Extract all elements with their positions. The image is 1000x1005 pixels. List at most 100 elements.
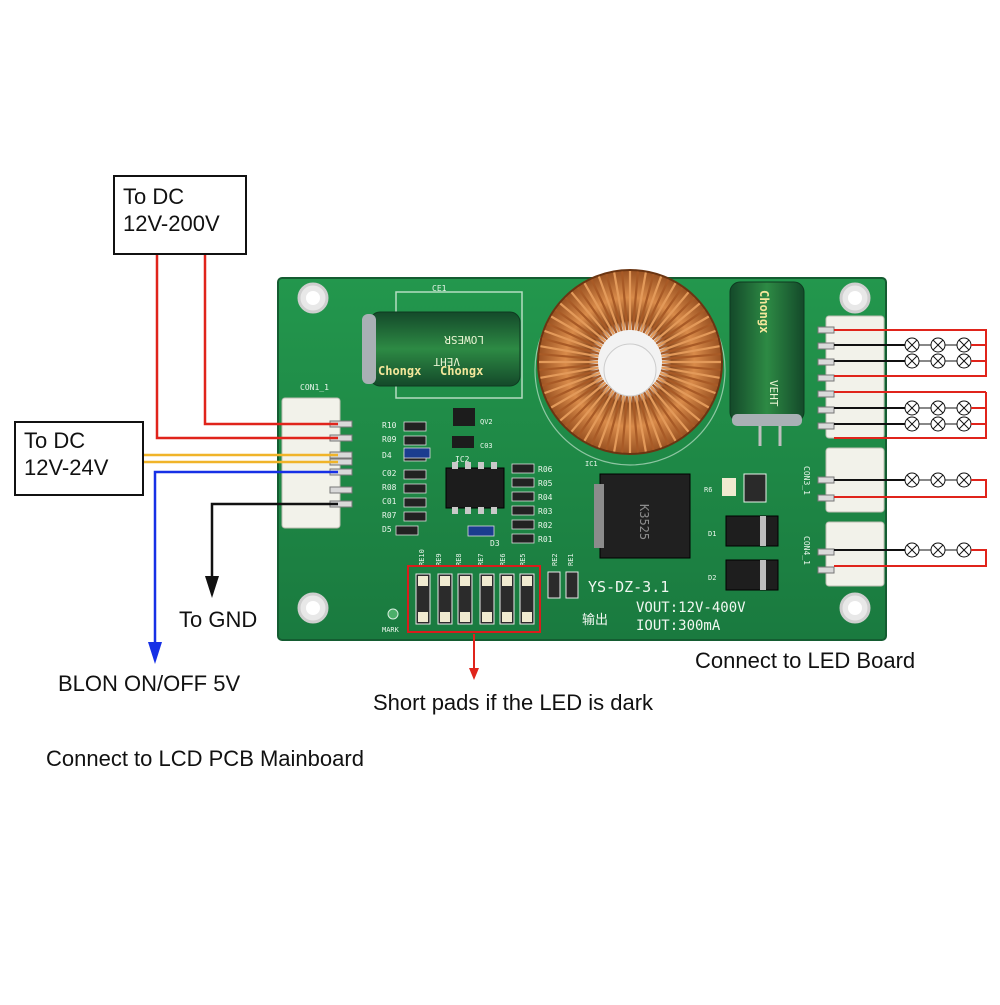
connector-pin: [817, 342, 835, 350]
coil-winding: [645, 282, 677, 335]
con4-label: CON4_1: [802, 536, 811, 565]
smd-resistor: [511, 463, 535, 474]
ref-label: R08: [382, 483, 397, 492]
led-icon: [932, 339, 944, 351]
board-iout-text: IOUT:300mA: [636, 618, 721, 634]
coil-winding: [597, 276, 621, 333]
coil-winding: [564, 296, 609, 341]
led-return-wire: [834, 329, 987, 361]
coil-winding: [661, 352, 721, 361]
led-icon: [932, 544, 944, 556]
connector-pin: [817, 390, 835, 398]
pad-cap: [440, 612, 450, 622]
ref-label: RE2: [551, 553, 559, 566]
coil-winding: [539, 363, 599, 372]
coil-winding: [564, 383, 609, 428]
ref-label: R02: [538, 521, 553, 530]
coil-winding: [642, 279, 670, 334]
coil-winding: [661, 363, 721, 372]
connector-pin: [817, 374, 835, 382]
ref-label: R05: [538, 479, 553, 488]
short-pads-label: Short pads if the LED is dark: [373, 690, 654, 715]
coil-winding: [550, 377, 603, 409]
coil-winding: [651, 296, 696, 341]
coil-winding: [658, 374, 713, 402]
coil-winding: [634, 393, 647, 452]
ce1-label: CE1: [432, 284, 447, 293]
ic-pin: [465, 462, 471, 469]
coil-winding: [570, 385, 611, 433]
capacitor-ce1: LOWESR VEHT Chongx Chongx: [362, 311, 521, 387]
qv2-transistor: QV2 C03: [452, 408, 493, 450]
smd-components: [395, 421, 535, 544]
ref-label: RE9: [435, 553, 443, 566]
dc-low-line-2: 12V-24V: [24, 455, 109, 480]
connector-pin: [817, 494, 835, 502]
coil-winding: [554, 308, 605, 345]
capacitor-right: Chongx VEHT: [729, 281, 805, 446]
coil-winding: [540, 345, 599, 358]
ic-pin: [478, 507, 484, 514]
d1-label: D1: [708, 530, 716, 538]
connector-pin: [817, 358, 835, 366]
led-icon: [958, 474, 970, 486]
led-icon: [958, 402, 970, 414]
coil-winding: [541, 369, 600, 387]
smd-diode: [467, 525, 495, 537]
short-pad: [457, 573, 473, 625]
coil-winding: [658, 322, 713, 350]
led-icon: [958, 339, 970, 351]
coil-winding: [605, 273, 623, 332]
pcb-board: CE1 LOWESR VEHT Chongx Chongx Chongx: [277, 269, 887, 641]
coil-winding: [597, 391, 621, 448]
ic-pin: [452, 462, 458, 469]
board-model-text: YS-DZ-3.1: [588, 578, 669, 596]
ref-label: RE8: [455, 553, 463, 566]
smd-resistor: [547, 571, 561, 599]
coil-winding: [620, 271, 629, 331]
mosfet-ic1: K3525 IC1: [585, 460, 691, 559]
smd-resistor: [403, 483, 427, 494]
short-pad: [437, 573, 453, 625]
ic1-label: IC1: [585, 460, 598, 468]
smd-resistor: [403, 497, 427, 508]
pad-cap: [460, 576, 470, 586]
coil-winding: [540, 366, 599, 379]
pad-cap: [502, 612, 512, 622]
coil-winding: [649, 385, 690, 433]
mosfet-text: K3525: [637, 504, 651, 540]
smd-resistor: [511, 505, 535, 516]
smd-resistor: [511, 533, 535, 544]
led-strings: [834, 329, 987, 567]
dc-high-line-2: 12V-200V: [123, 211, 220, 236]
led-icon: [906, 474, 918, 486]
ref-label: R07: [382, 511, 397, 520]
ref-label: C01: [382, 497, 397, 506]
short-pad: [499, 573, 515, 625]
coil-winding: [631, 271, 640, 331]
smd-resistor: [565, 571, 579, 599]
coil-winding: [637, 273, 655, 332]
mounting-hole-bottom-left: [297, 592, 329, 624]
c03-label: C03: [480, 442, 493, 450]
diode-d1: D1: [708, 515, 779, 547]
smd-resistor: [403, 511, 427, 522]
pad-cap: [522, 576, 532, 586]
coil-winding: [657, 315, 710, 347]
led-board-label: Connect to LED Board: [695, 648, 916, 673]
coil-winding: [645, 389, 677, 442]
coil-winding: [659, 329, 716, 353]
ic2-label: IC2: [455, 455, 470, 464]
led-icon: [958, 544, 970, 556]
smd-resistor: [511, 477, 535, 488]
ref-label: R10: [382, 421, 397, 430]
led-icon: [906, 418, 918, 430]
arrow-blue-icon: [148, 642, 162, 664]
pad-cap: [482, 612, 492, 622]
coil-winding: [660, 369, 719, 387]
dc-high-box: To DC 12V-200V: [113, 175, 247, 255]
ref-label: R04: [538, 493, 553, 502]
coil-winding: [653, 302, 701, 343]
coil-winding: [550, 315, 603, 347]
